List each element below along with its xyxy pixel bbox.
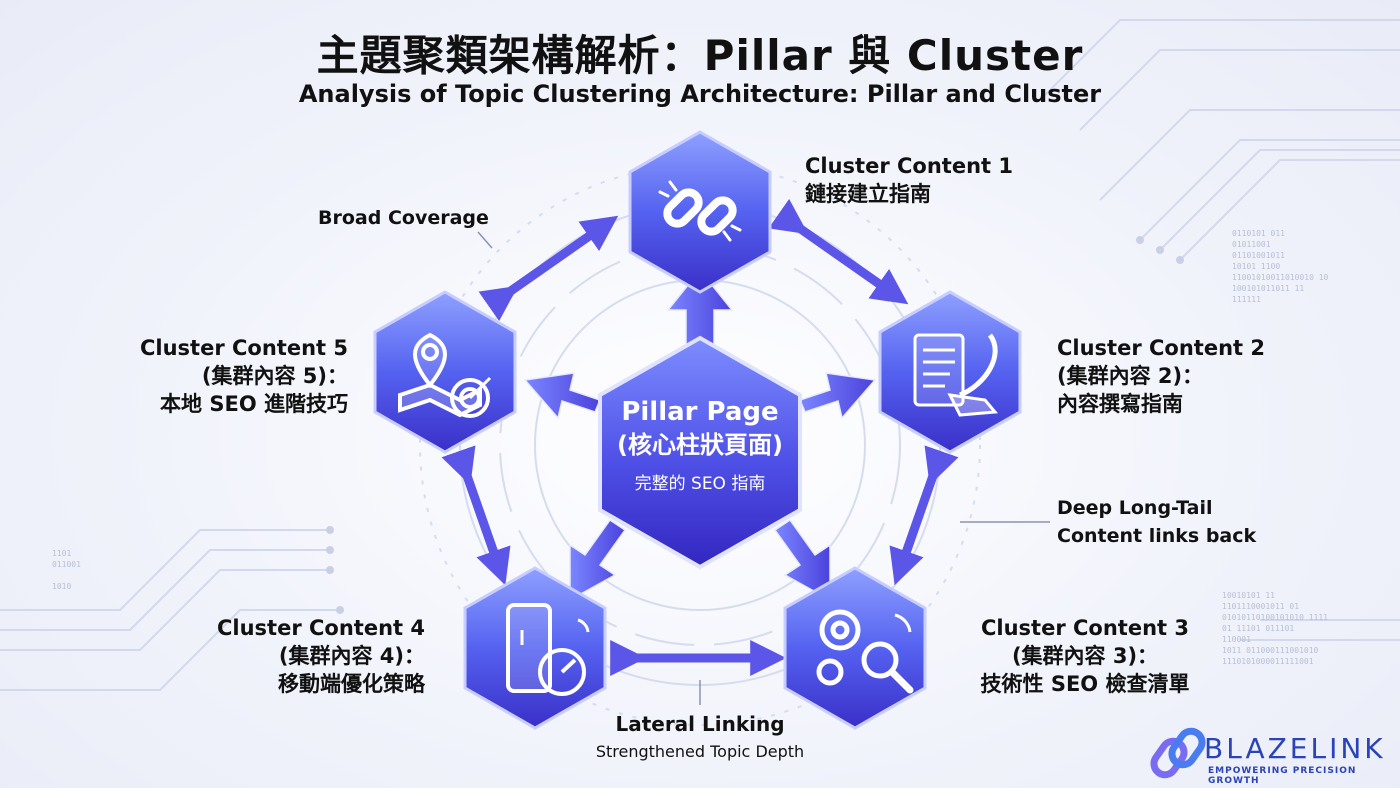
cluster-c5-subtitle: (集群內容 5)： <box>201 364 348 388</box>
cluster-c1-desc: 鏈接建立指南 <box>805 182 931 206</box>
binary-decoration-right-top: 0110101 011 01011001 01101001011 10101 1… <box>1232 229 1329 304</box>
pillar-label: Pillar Page (核心柱狀頁面) 完整的 SEO 指南 <box>590 395 810 497</box>
pillar-subtitle: (核心柱狀頁面) <box>617 431 783 459</box>
brand-name: BLAZELINK <box>1204 732 1386 765</box>
cluster-c4-title: Cluster Content 4 <box>217 616 425 640</box>
cluster-c3-subtitle: (集群內容 3)： <box>1011 644 1159 668</box>
cluster-c5-title: Cluster Content 5 <box>140 336 348 360</box>
cluster-label-c3: Cluster Content 3 (集群內容 3)： 技術性 SEO 檢查清單 <box>960 614 1210 698</box>
pillar-title: Pillar Page <box>621 397 779 427</box>
cluster-c4-subtitle: (集群內容 4)： <box>278 644 425 668</box>
cluster-c3-title: Cluster Content 3 <box>981 616 1189 640</box>
gears-magnifier-icon <box>816 609 914 694</box>
pillar-hex <box>598 335 802 570</box>
cluster-label-c4: Cluster Content 4 (集群內容 4)： 移動端優化策略 <box>170 614 425 698</box>
annotation-lateral-line2: Strengthened Topic Depth <box>595 742 805 761</box>
binary-decoration-right-bottom: 10010101 11 1101110001011 01 01010110100… <box>1222 591 1328 666</box>
cluster-hex-c3 <box>783 566 927 730</box>
arrow-pillar-to-c4 <box>569 518 627 602</box>
annotation-deep-long-tail: Deep Long-Tail Content links back <box>1057 494 1256 550</box>
quill-document-icon <box>913 333 998 417</box>
pillar-description: 完整的 SEO 指南 <box>634 474 766 494</box>
cluster-label-c2: Cluster Content 2 (集群內容 2)： 內容撰寫指南 <box>1057 334 1265 418</box>
annotation-deep-line1: Deep Long-Tail <box>1057 497 1213 519</box>
mobile-speedometer-icon <box>506 603 590 696</box>
page-subtitle: Analysis of Topic Clustering Architectur… <box>298 80 1102 108</box>
page-title: 主題聚類架構解析：Pillar 與 Cluster <box>316 31 1084 80</box>
brand-tagline: EMPOWERING PRECISION GROWTH <box>1208 766 1357 786</box>
arrow-pillar-to-c5 <box>523 372 602 420</box>
cluster-hex-c1 <box>628 130 772 294</box>
cluster-c5-desc: 本地 SEO 進階技巧 <box>160 392 348 416</box>
blazelink-logo-icon <box>1150 727 1206 779</box>
arrow-c1-c2 <box>768 198 909 305</box>
cluster-c2-desc: 內容撰寫指南 <box>1057 392 1183 416</box>
cluster-c1-title: Cluster Content 1 <box>805 154 1013 178</box>
cluster-c2-title: Cluster Content 2 <box>1057 336 1265 360</box>
cluster-hex-c5 <box>373 290 517 454</box>
arrow-c2-c3 <box>889 445 959 586</box>
brand-block: BLAZELINK EMPOWERING PRECISION GROWTH <box>1152 728 1392 786</box>
annotation-broad-coverage: Broad Coverage <box>318 207 489 229</box>
chain-link-icon <box>658 180 742 242</box>
annotation-lateral-linking: Lateral Linking Strengthened Topic Depth <box>560 710 840 766</box>
cluster-c3-desc: 技術性 SEO 檢查清單 <box>980 672 1190 696</box>
arrow-c5-c1 <box>478 215 619 322</box>
binary-decoration-left: 1101 011001 1010 <box>52 549 81 591</box>
cluster-c2-subtitle: (集群內容 2)： <box>1057 364 1204 388</box>
annotation-lateral-line1: Lateral Linking <box>615 712 785 736</box>
cluster-label-c5: Cluster Content 5 (集群內容 5)： 本地 SEO 進階技巧 <box>100 334 348 418</box>
cluster-hex-c4 <box>463 566 607 730</box>
map-pin-target-icon <box>398 332 492 418</box>
arrow-c5-c4 <box>441 445 511 586</box>
arrow-pillar-to-c3 <box>773 518 831 602</box>
cluster-label-c1: Cluster Content 1 鏈接建立指南 <box>805 152 1013 208</box>
cluster-c4-desc: 移動端優化策略 <box>278 672 425 696</box>
arrow-pillar-to-c2 <box>798 372 877 420</box>
annotation-deep-line2: Content links back <box>1057 525 1257 547</box>
